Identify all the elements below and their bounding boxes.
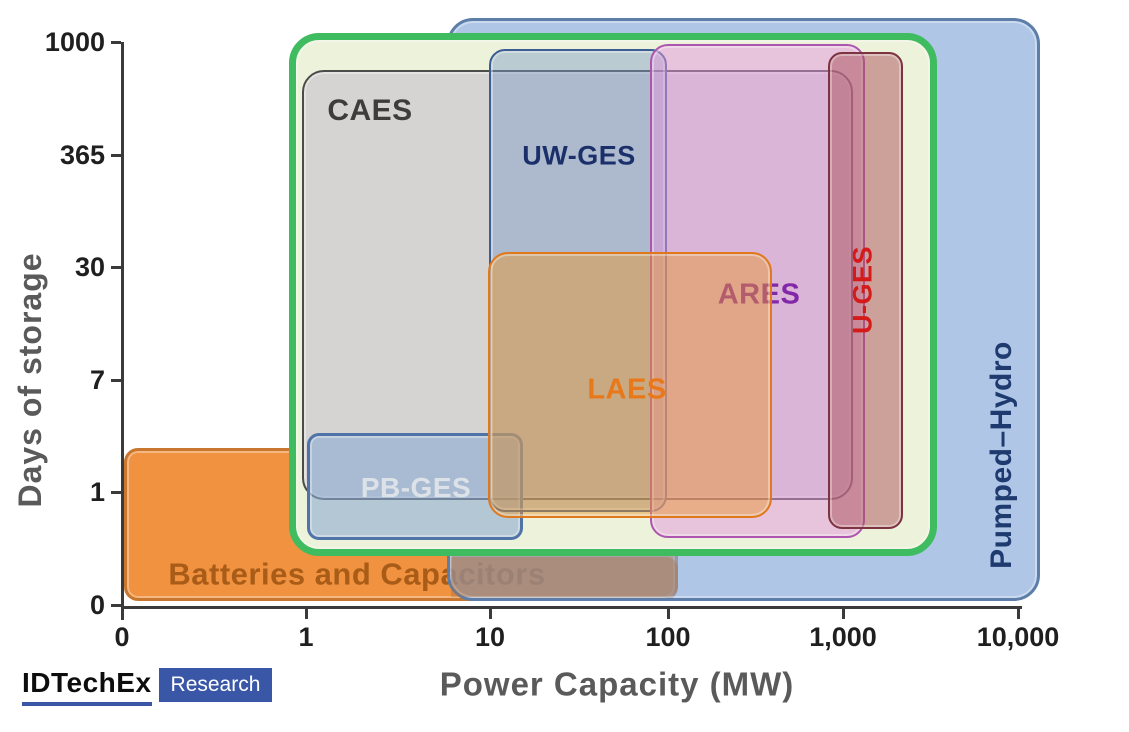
x-tick-label-1: 1 bbox=[298, 622, 314, 652]
y-tick-label-1: 1 bbox=[89, 477, 105, 507]
x-tick-label-1,000: 1,000 bbox=[809, 622, 877, 652]
x-axis-line bbox=[121, 606, 1022, 609]
y-axis-line bbox=[121, 42, 124, 620]
x-axis-title: Power Capacity (MW) bbox=[439, 665, 795, 703]
y-tick-label-365: 365 bbox=[59, 140, 105, 170]
x-tick-label-100: 100 bbox=[645, 622, 691, 652]
logo-research-badge: Research bbox=[158, 668, 273, 702]
x-tick-10 bbox=[489, 609, 492, 619]
region-label-u-ges: U-GES bbox=[847, 245, 878, 335]
region-label-caes: CAES bbox=[327, 94, 413, 127]
region-label-uw-ges: UW-GES bbox=[522, 140, 636, 171]
x-tick-100 bbox=[667, 609, 670, 619]
region-label-pb-ges: PB-GES bbox=[360, 472, 472, 503]
y-tick-label-1000: 1000 bbox=[44, 27, 105, 57]
y-tick-30 bbox=[111, 266, 121, 269]
region-battery-hydro-overlap bbox=[451, 557, 678, 597]
region-label-ares: ARES bbox=[717, 278, 801, 311]
x-tick-1 bbox=[305, 609, 308, 619]
y-axis-title: Days of storage bbox=[12, 252, 48, 508]
y-tick-label-30: 30 bbox=[74, 252, 105, 282]
y-tick-1 bbox=[111, 491, 121, 494]
region-label-pumped-hydro: Pumped–Hydro bbox=[985, 341, 1018, 569]
logo-brand-text: IDTechEx bbox=[22, 667, 152, 706]
y-tick-0 bbox=[111, 604, 121, 607]
y-tick-7 bbox=[111, 379, 121, 382]
x-tick-label-0: 0 bbox=[114, 622, 130, 652]
region-pb-ges bbox=[307, 433, 523, 540]
region-uw-ges bbox=[489, 49, 667, 512]
x-tick-label-10: 10 bbox=[474, 622, 506, 652]
x-tick-0 bbox=[121, 609, 124, 619]
region-laes bbox=[488, 252, 772, 518]
x-tick-label-10,000: 10,000 bbox=[976, 622, 1060, 652]
region-u-ges bbox=[828, 52, 903, 529]
x-tick-1,000 bbox=[842, 609, 845, 619]
y-tick-label-0: 0 bbox=[89, 590, 105, 620]
y-tick-365 bbox=[111, 154, 121, 157]
y-tick-1000 bbox=[111, 41, 121, 44]
region-label-laes: LAES bbox=[587, 373, 667, 406]
idtechex-logo: IDTechEx Research bbox=[22, 667, 273, 706]
x-tick-10,000 bbox=[1017, 609, 1020, 619]
y-tick-label-7: 7 bbox=[89, 365, 105, 395]
